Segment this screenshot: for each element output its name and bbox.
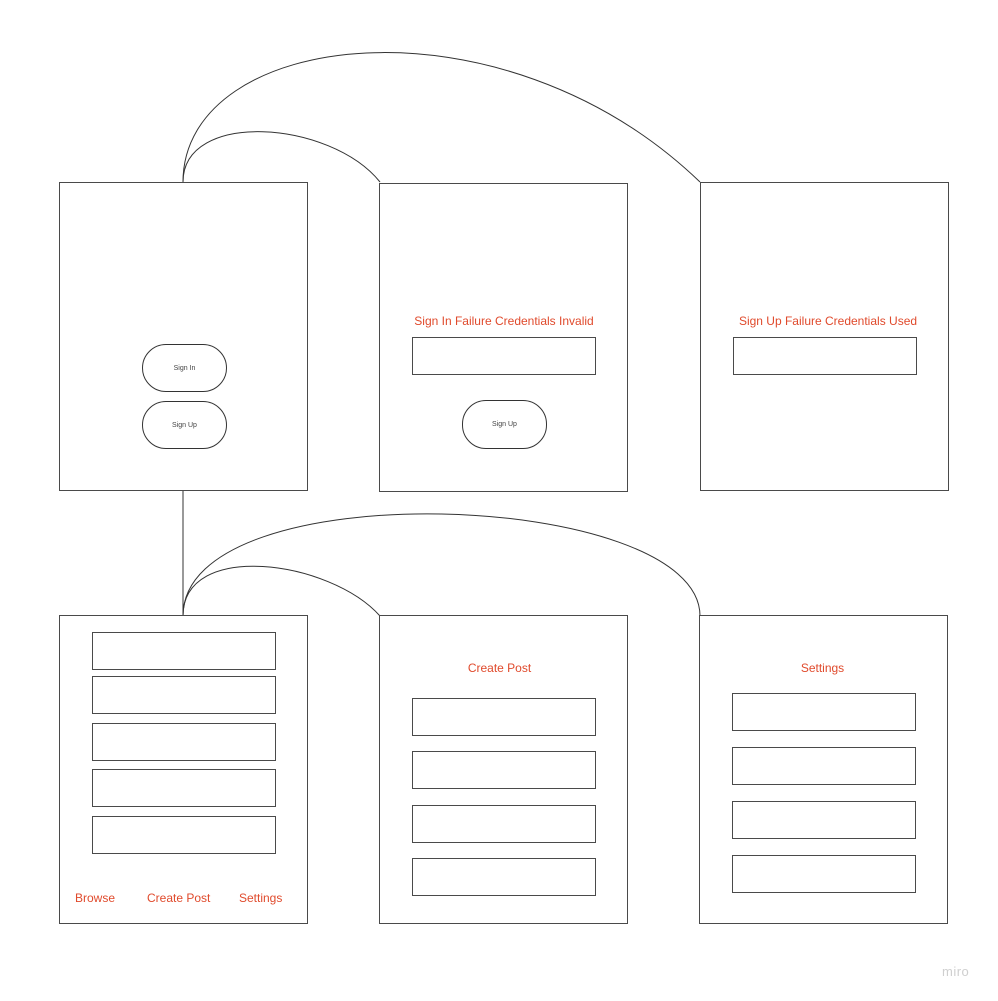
post-card[interactable] <box>92 816 276 854</box>
miro-logo: miro <box>942 964 970 979</box>
sign-in-button[interactable]: Sign In <box>142 344 227 392</box>
post-card[interactable] <box>92 769 276 807</box>
settings-title: Settings <box>800 661 845 675</box>
sign-up-button[interactable]: Sign Up <box>142 401 227 449</box>
nav-settings-link[interactable]: Settings <box>239 891 283 905</box>
settings-field[interactable] <box>732 747 916 785</box>
nav-browse-link[interactable]: Browse <box>75 891 116 905</box>
credentials-field[interactable] <box>733 337 917 375</box>
post-card[interactable] <box>92 632 276 670</box>
create-post-title: Create Post <box>467 661 532 675</box>
connector-welcome-to-sign-up-failure <box>182 52 701 183</box>
settings-field[interactable] <box>732 855 916 893</box>
create-post-screen: Create Post <box>379 615 628 924</box>
sign-up-failure-title: Sign Up Failure Credentials Used <box>738 314 918 328</box>
sign-in-failure-title: Sign In Failure Credentials Invalid <box>414 314 594 328</box>
sign-up-failure-screen: Sign Up Failure Credentials Used <box>700 182 949 491</box>
settings-field[interactable] <box>732 693 916 731</box>
post-input-field[interactable] <box>412 858 596 896</box>
post-input-field[interactable] <box>412 698 596 736</box>
connector-browse-to-settings <box>182 513 701 617</box>
settings-field[interactable] <box>732 801 916 839</box>
sign-up-button[interactable]: Sign Up <box>462 400 547 449</box>
nav-create-post-link[interactable]: Create Post <box>147 891 211 905</box>
connector-browse-to-create-post <box>182 565 381 617</box>
connector-welcome-to-sign-in-failure <box>182 131 381 183</box>
post-card[interactable] <box>92 723 276 761</box>
credentials-field[interactable] <box>412 337 596 375</box>
post-card[interactable] <box>92 676 276 714</box>
post-input-field[interactable] <box>412 805 596 843</box>
sign-in-failure-screen: Sign In Failure Credentials Invalid Sign… <box>379 183 628 492</box>
welcome-screen: Sign In Sign Up <box>59 182 308 491</box>
post-input-field[interactable] <box>412 751 596 789</box>
settings-screen: Settings <box>699 615 948 924</box>
browse-screen: Browse Create Post Settings <box>59 615 308 924</box>
